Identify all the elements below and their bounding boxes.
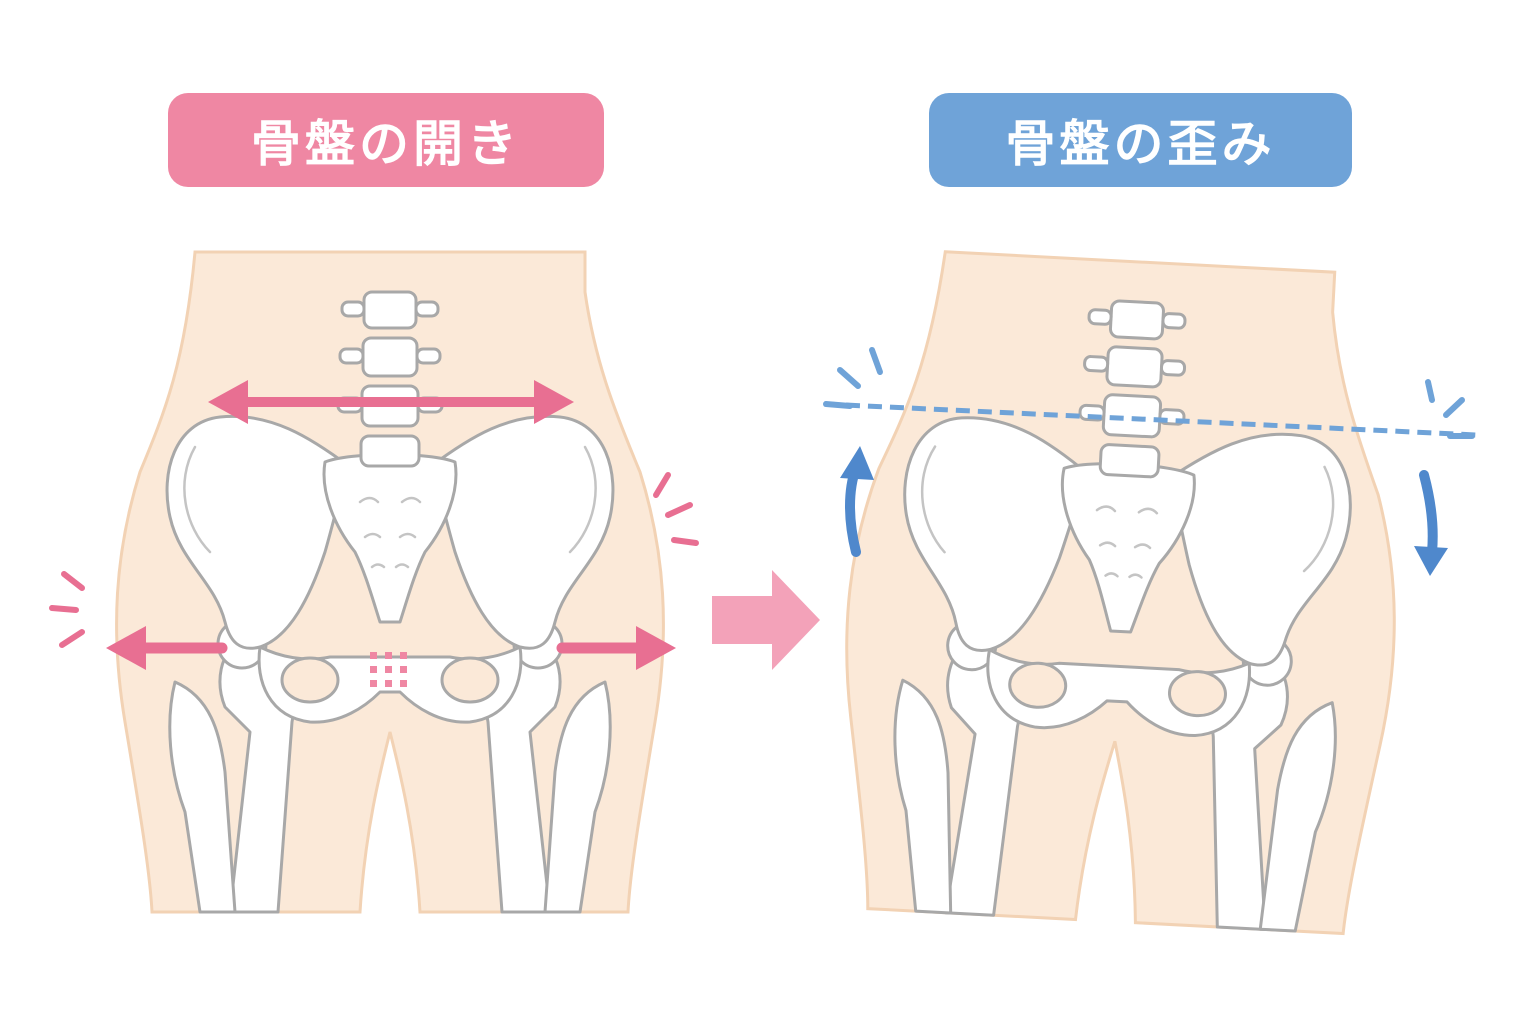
pelvis-distortion-label: 骨盤の歪み: [929, 93, 1352, 187]
pelvis-distortion-label-text: 骨盤の歪み: [1005, 115, 1276, 173]
right-arrow-icon: [712, 570, 820, 670]
up-arrow-icon: [840, 446, 874, 557]
left-pelvis-figure: [115, 250, 665, 914]
emphasis-marks-left-icon: [49, 571, 85, 648]
emphasis-marks-tilt-right-icon: [1425, 379, 1475, 439]
hip-outward-arrow-right-icon: [556, 626, 676, 670]
symphysis-gap-icon: [370, 652, 407, 687]
right-pelvis-figure: [830, 246, 1415, 937]
pelvis-opening-label-text: 骨盤の開き: [251, 115, 521, 173]
emphasis-marks-tilt-left-icon: [823, 347, 883, 409]
pelvis-opening-label: 骨盤の開き: [168, 93, 604, 187]
width-arrow-icon: [208, 380, 574, 424]
down-arrow-icon: [1414, 470, 1448, 576]
emphasis-marks-right-icon: [653, 472, 699, 546]
hip-outward-arrow-left-icon: [106, 626, 228, 670]
